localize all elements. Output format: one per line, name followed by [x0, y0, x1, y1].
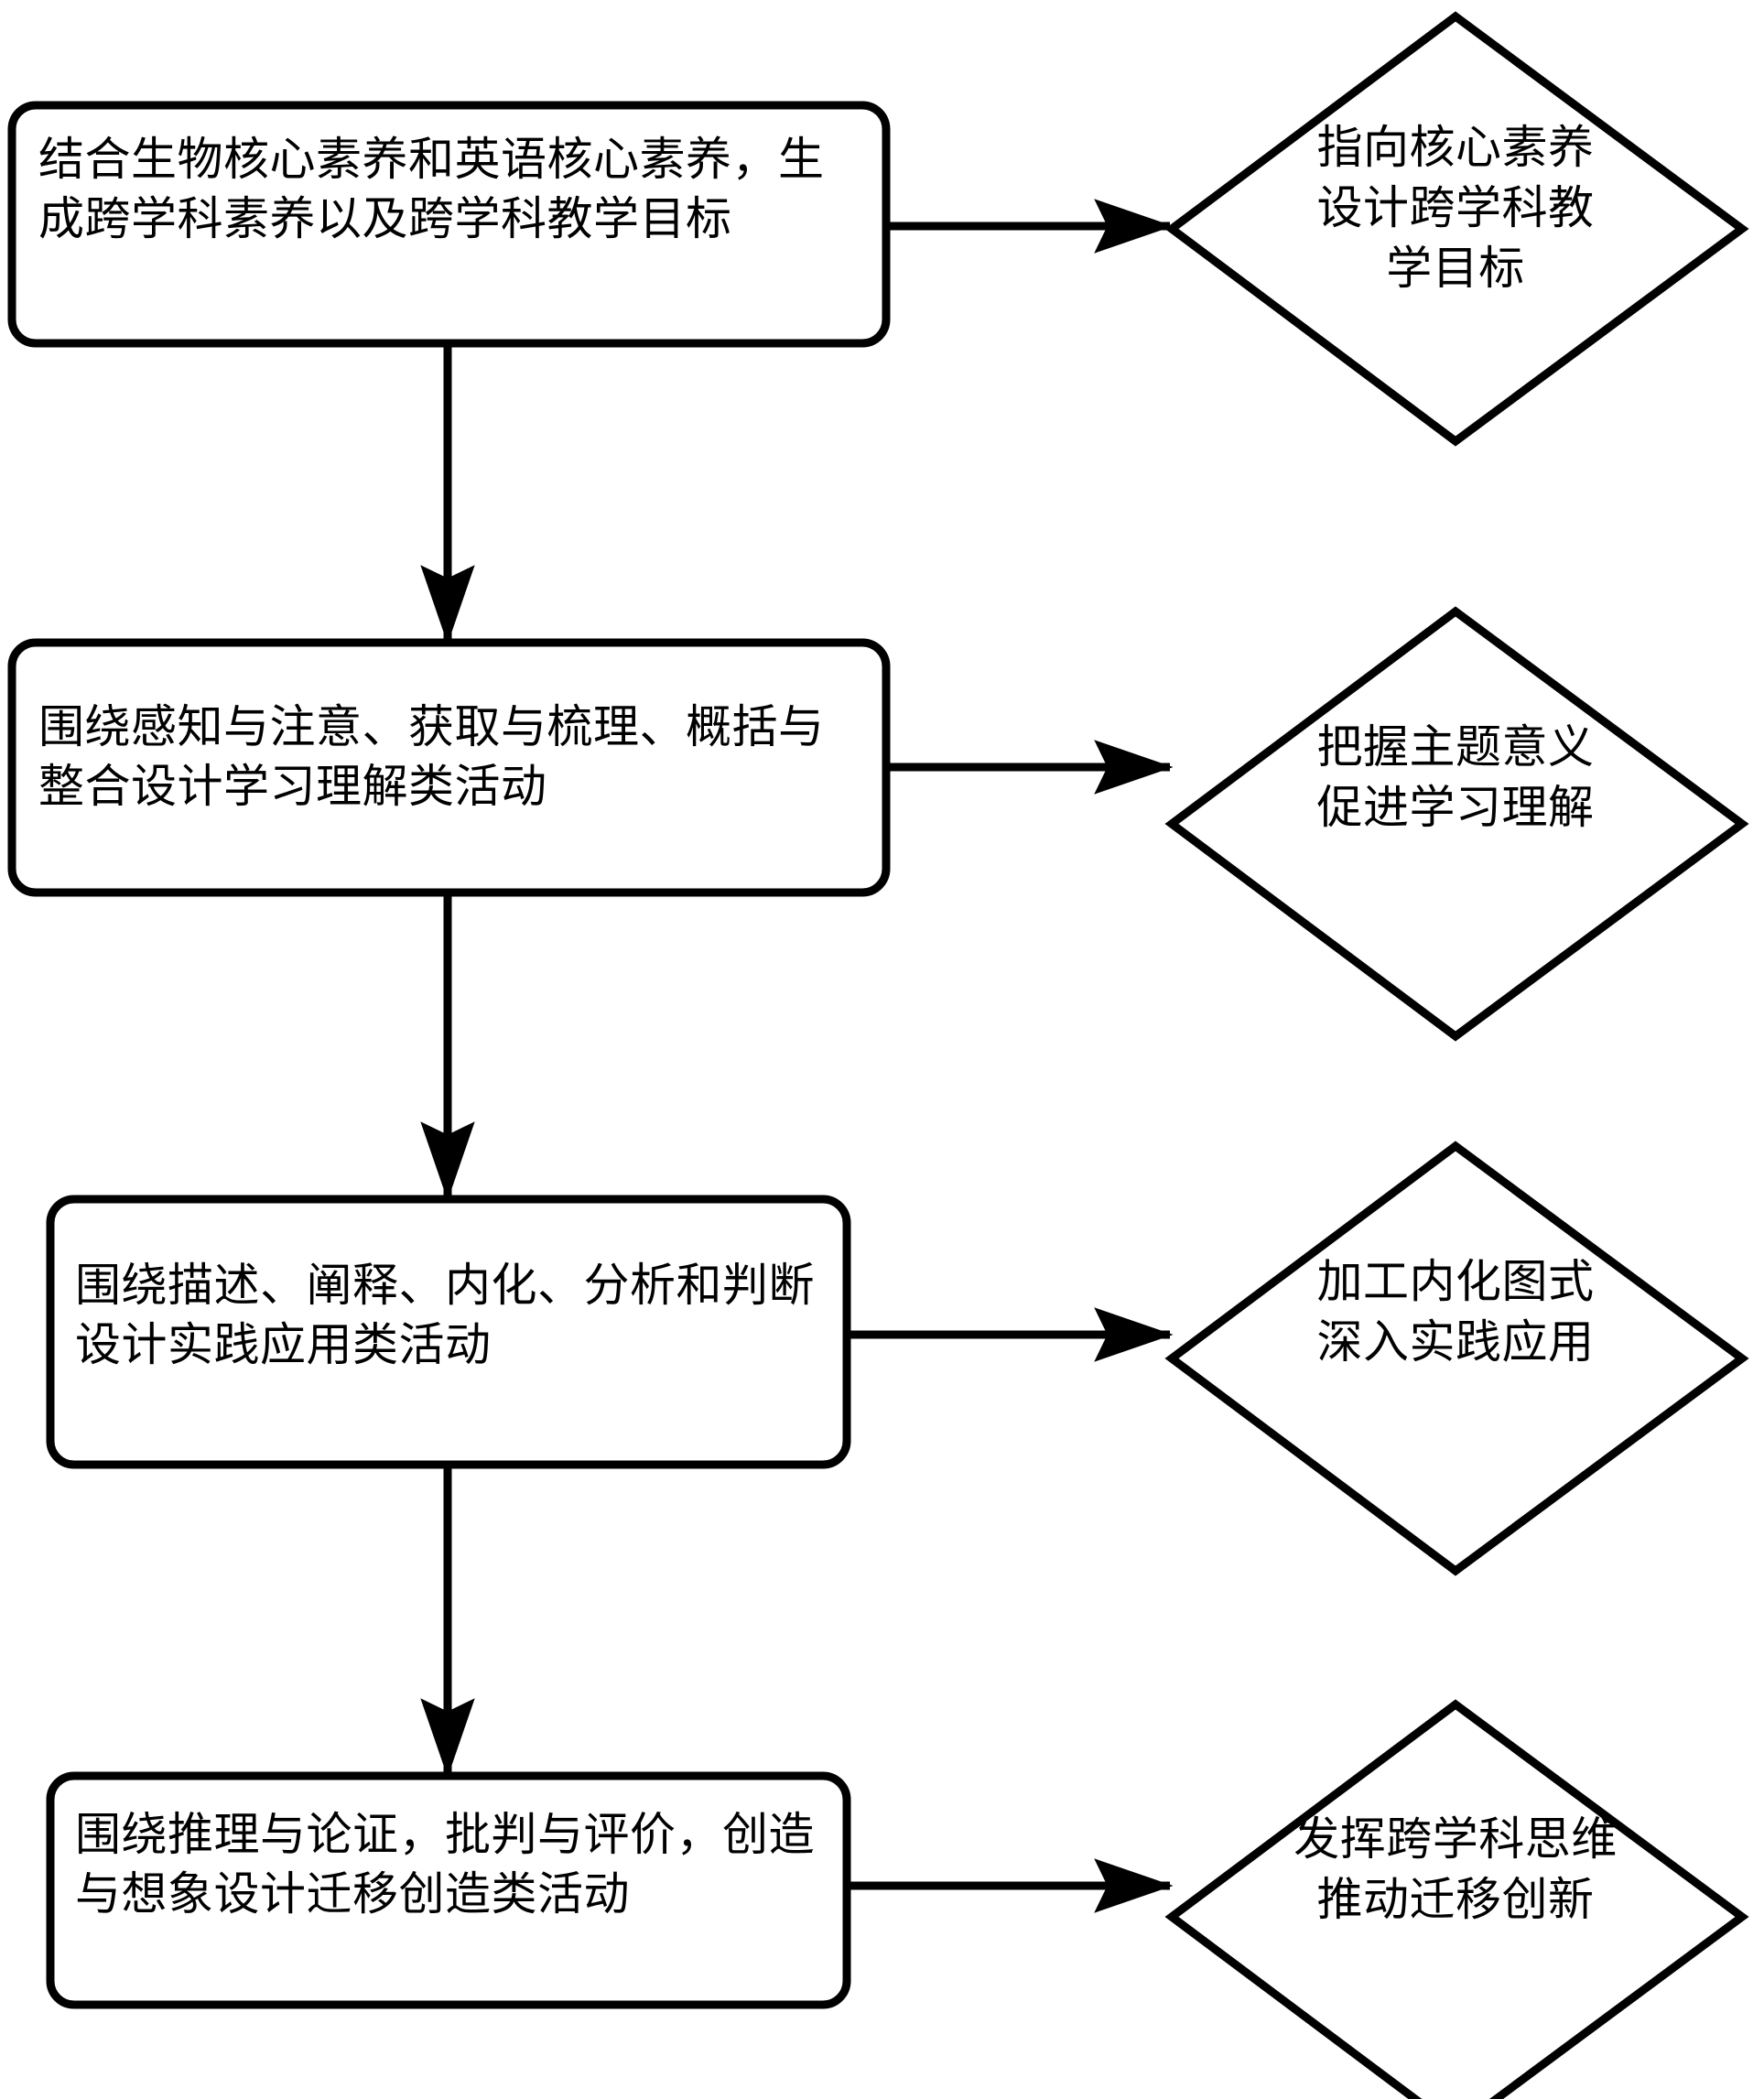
decision-diamond-1[interactable] [1164, 11, 1749, 447]
process-box-2[interactable] [7, 638, 891, 897]
process-box-4[interactable] [46, 1771, 851, 2009]
decision-diamond-3[interactable] [1164, 1141, 1749, 1576]
decision-diamond-4[interactable] [1164, 1699, 1749, 2099]
decision-diamond-2[interactable] [1164, 606, 1749, 1042]
process-box-1[interactable] [7, 101, 891, 348]
process-box-3[interactable] [46, 1195, 851, 1469]
